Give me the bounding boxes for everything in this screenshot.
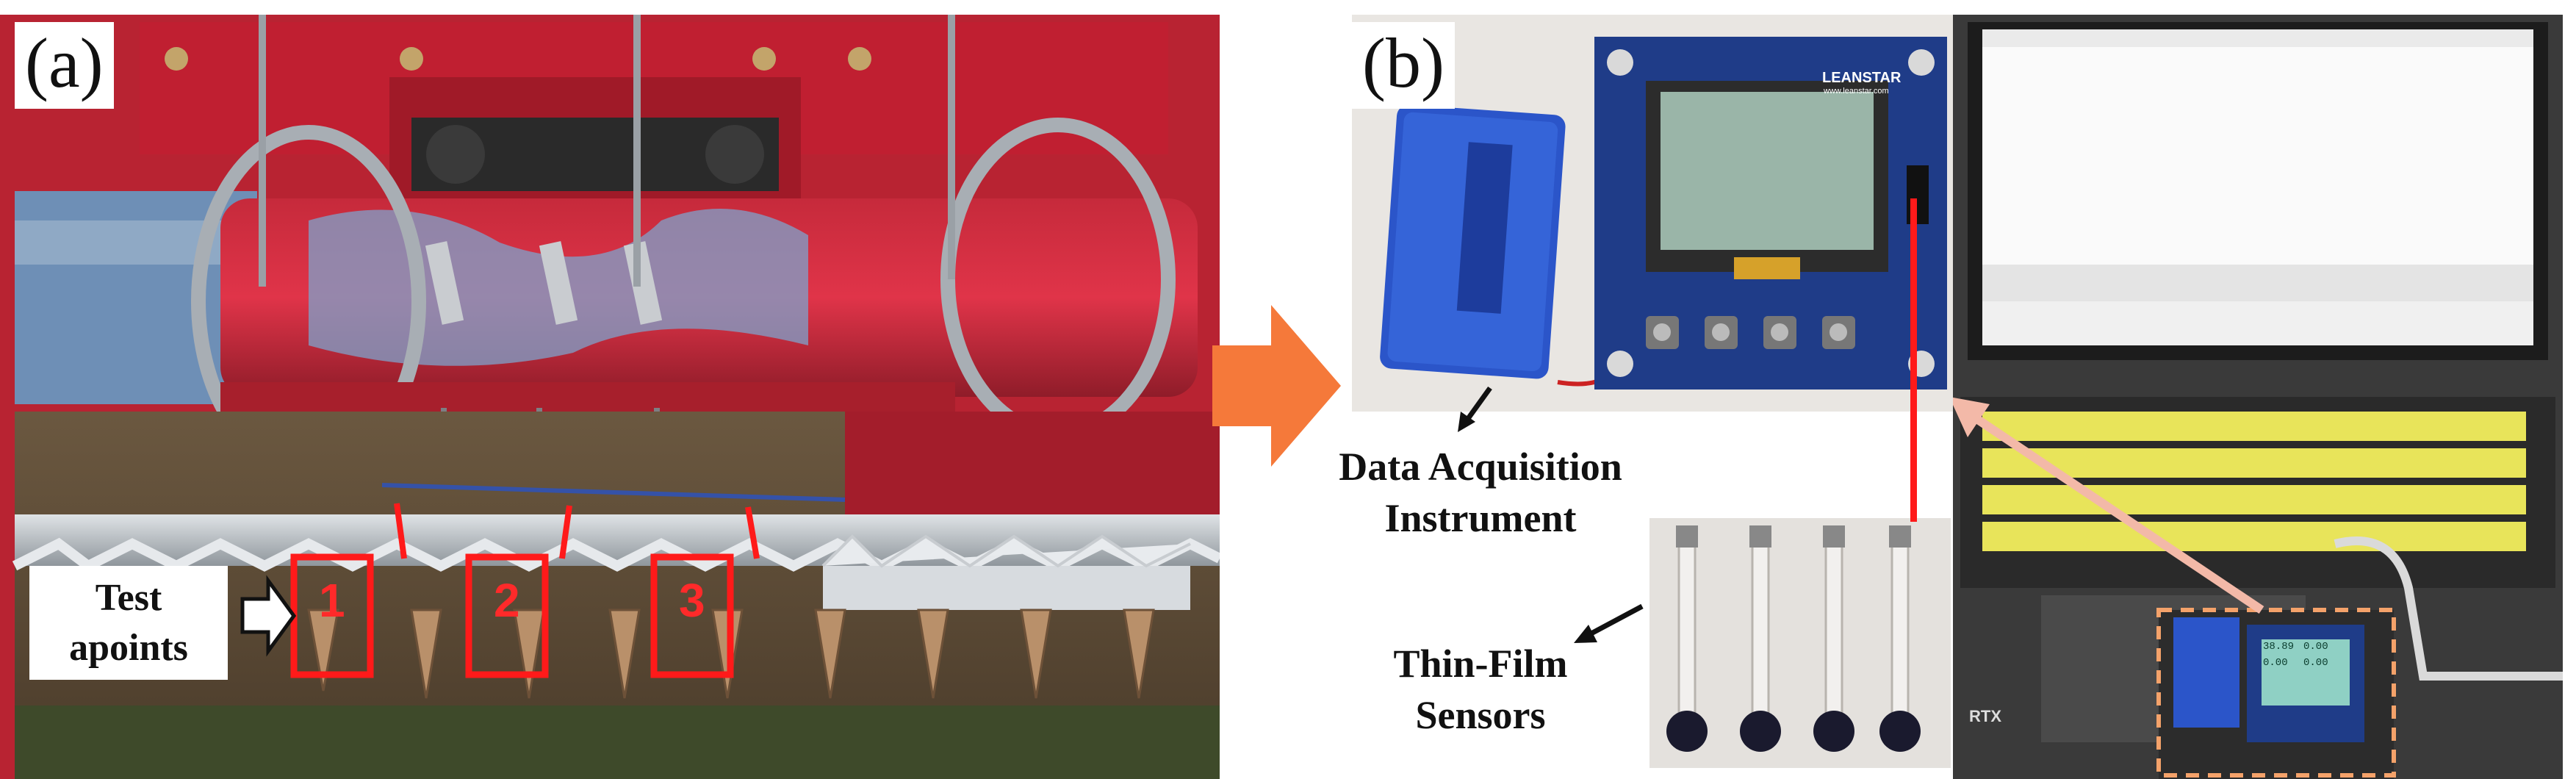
- sensor-pointer-arrow-icon: [1574, 603, 1644, 643]
- point-number-1: 1: [319, 574, 345, 627]
- transition-arrow-icon: [1212, 305, 1341, 467]
- mini-lcd-value-3: 0.00: [2263, 657, 2288, 669]
- daq-instrument-photo: [1352, 15, 1954, 412]
- daq-caption-line2: Instrument: [1384, 496, 1577, 541]
- sensor-caption-line2: Sensors: [1415, 693, 1546, 738]
- pcb-brand-text: LEANSTAR: [1822, 70, 1902, 86]
- test-point-box-2: [465, 553, 549, 678]
- sensor-wire: [1910, 198, 1917, 522]
- sensor-caption: Thin-Film Sensors: [1352, 638, 1609, 741]
- test-points-label: Test apoints: [29, 566, 228, 681]
- test-points-line1: Test: [95, 577, 162, 619]
- test-point-box-3: [650, 553, 734, 678]
- daq-pointer-arrow-icon: [1458, 386, 1492, 432]
- laptop-photo: [1953, 15, 2563, 779]
- device-highlight-box: [2156, 608, 2396, 778]
- hollow-arrow-icon: [240, 575, 297, 657]
- mini-lcd-readout: 38.89 0.00 0.00 0.00: [2263, 641, 2344, 669]
- point-number-3: 3: [679, 574, 705, 627]
- test-points-line2: apoints: [69, 626, 188, 669]
- pcb-site-text: www.leanstar.com: [1824, 87, 1889, 96]
- panel-a: (a) Test apoints 1 2 3: [0, 0, 1220, 779]
- thin-film-sensors-photo: [1649, 518, 1951, 768]
- mini-lcd-value-1: 38.89: [2263, 641, 2295, 653]
- sensor-caption-line1: Thin-Film: [1393, 642, 1568, 686]
- panel-b: LEANSTAR www.leanstar.com (b) Data Acqui…: [1339, 0, 2576, 779]
- mini-lcd-value-2: 0.00: [2303, 641, 2328, 653]
- harvester-photo: [0, 15, 1220, 779]
- laptop-brand-text: RTX: [1969, 707, 2001, 725]
- point-number-2: 2: [494, 574, 520, 627]
- daq-caption-line1: Data Acquisition: [1339, 445, 1622, 489]
- panel-b-label: (b): [1352, 22, 1455, 109]
- mini-lcd-value-4: 0.00: [2303, 657, 2328, 669]
- daq-caption: Data Acquisition Instrument: [1308, 441, 1653, 544]
- panel-a-label: (a): [15, 22, 114, 109]
